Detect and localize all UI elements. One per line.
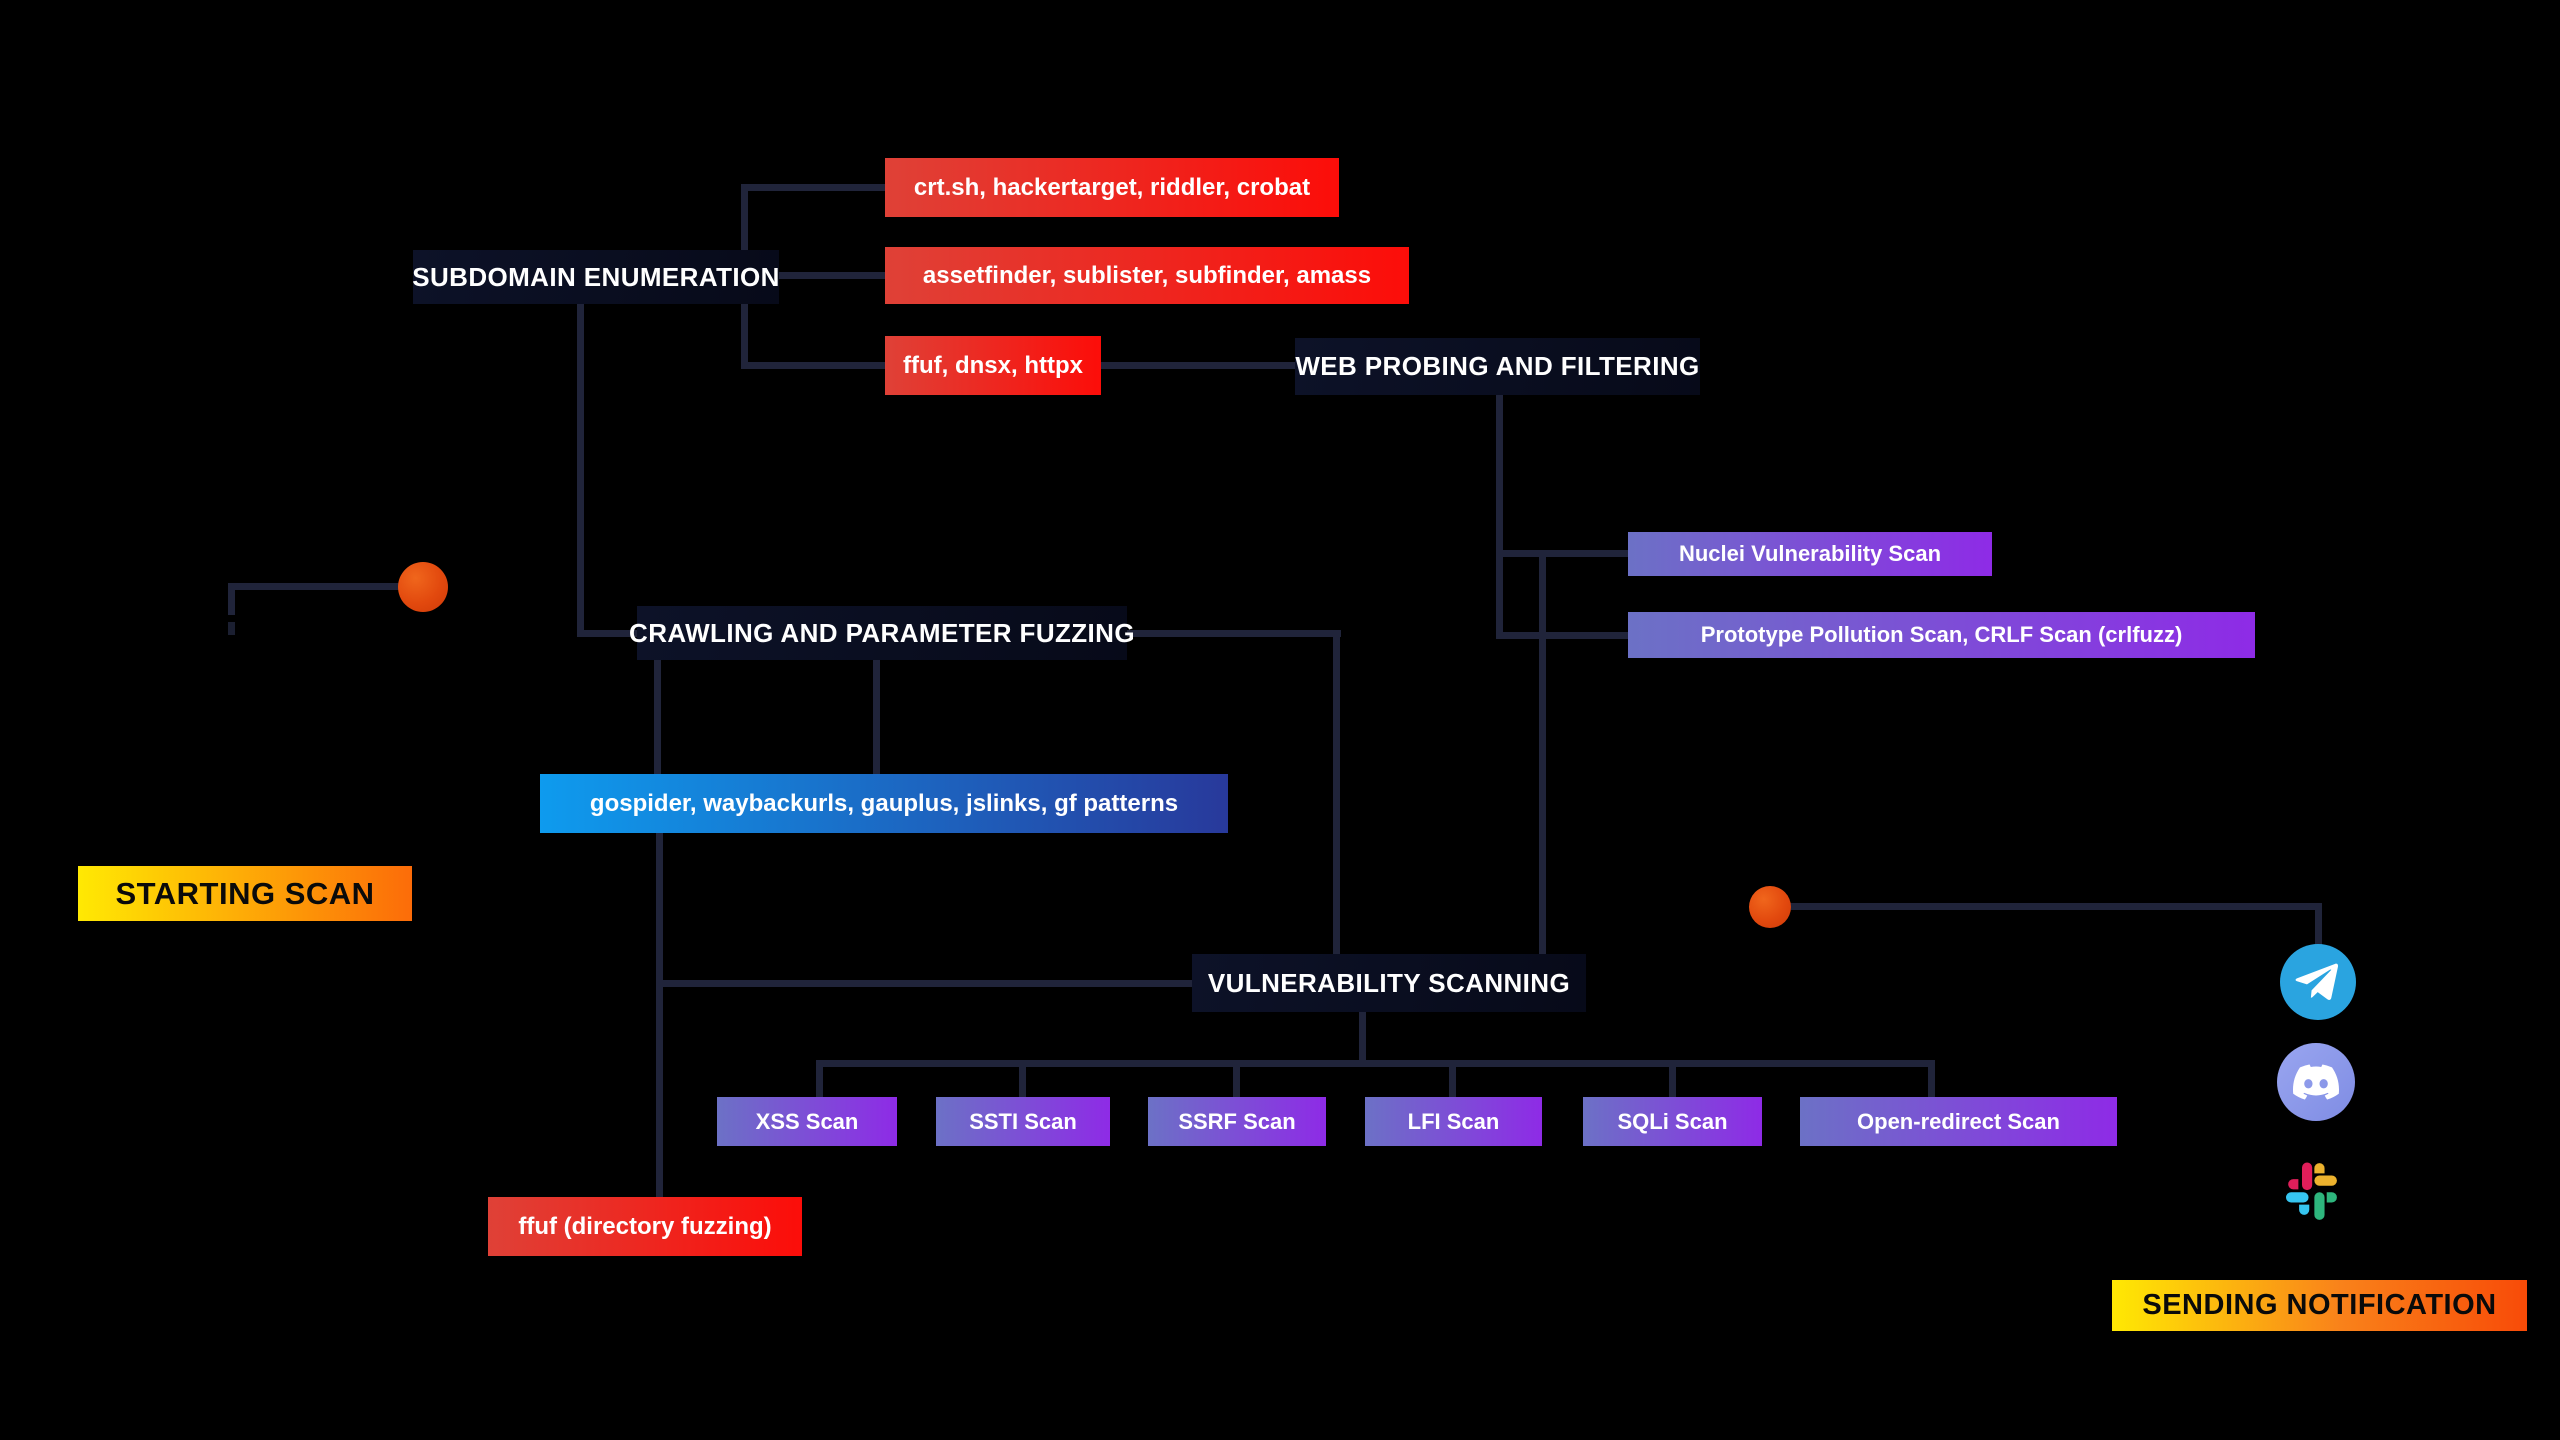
- connector-start-dot-dash: [228, 622, 235, 635]
- connector-crawling-vuln-v: [1333, 633, 1340, 954]
- badge-label: SENDING NOTIFICATION: [2142, 1289, 2497, 1321]
- stage-label: VULNERABILITY SCANNING: [1207, 967, 1571, 998]
- stage-label: CRAWLING AND PARAMETER FUZZING: [629, 617, 1135, 648]
- scan-label: SQLi Scan: [1617, 1108, 1728, 1134]
- connector-dot-telegram-h: [1780, 903, 2322, 910]
- drop-ssrf: [1233, 1060, 1240, 1100]
- scan-label: Nuclei Vulnerability Scan: [1678, 541, 1942, 566]
- stage-subdomain-enumeration: SUBDOMAIN ENUMERATION: [412, 250, 780, 304]
- tools-label: gospider, waybackurls, gauplus, jslinks,…: [589, 789, 1179, 817]
- connector-crawling-gospider-2: [873, 660, 880, 774]
- stage-vulnerability-scanning: VULNERABILITY SCANNING: [1192, 954, 1586, 1012]
- connector-vuln-scanrow-v: [1359, 1012, 1366, 1066]
- drop-xss: [816, 1060, 823, 1100]
- discord-icon: [2277, 1043, 2355, 1121]
- slack-icon: [2278, 1153, 2358, 1233]
- scan-label: Prototype Pollution Scan, CRLF Scan (crl…: [1700, 622, 2183, 647]
- tools-label: ffuf, dnsx, httpx: [903, 351, 1083, 379]
- sending-notification-badge: SENDING NOTIFICATION: [2112, 1280, 2527, 1331]
- slack-hash-glyph: [2286, 1162, 2337, 1220]
- telegram-icon: [2280, 944, 2356, 1020]
- tools-crawl: gospider, waybackurls, gauplus, jslinks,…: [540, 774, 1228, 833]
- drop-lfi: [1449, 1060, 1456, 1100]
- badge-label: STARTING SCAN: [115, 875, 375, 911]
- notify-endpoint-dot: [1749, 886, 1791, 928]
- connector-webprobing-down: [1496, 395, 1503, 639]
- scan-lfi: LFI Scan: [1365, 1097, 1542, 1146]
- stage-label: SUBDOMAIN ENUMERATION: [412, 261, 780, 292]
- scan-nuclei: Nuclei Vulnerability Scan: [1628, 532, 1992, 576]
- connector-start-dot-h: [228, 583, 403, 590]
- discord-face-glyph: [2293, 1064, 2339, 1100]
- tools-dir-fuzzing: ffuf (directory fuzzing): [488, 1197, 802, 1256]
- tools-label: assetfinder, sublister, subfinder, amass: [922, 261, 1372, 289]
- stage-crawling: CRAWLING AND PARAMETER FUZZING: [629, 606, 1135, 660]
- tools-cert-sources: crt.sh, hackertarget, riddler, crobat: [885, 158, 1339, 217]
- connector-subdomain-crawling-v: [577, 304, 584, 637]
- connector-probe-webprobing: [1101, 362, 1295, 369]
- start-endpoint-dot: [398, 562, 448, 612]
- scan-label: Open-redirect Scan: [1857, 1108, 2060, 1134]
- scan-ssti: SSTI Scan: [936, 1097, 1110, 1146]
- paper-plane-glyph: [2295, 963, 2338, 1000]
- drop-open-redirect: [1928, 1060, 1935, 1100]
- scan-prototype-crlf: Prototype Pollution Scan, CRLF Scan (crl…: [1628, 612, 2255, 658]
- connector-webprobing-vuln: [1539, 554, 1546, 954]
- connector-start-dot-v: [228, 587, 235, 615]
- tools-probe: ffuf, dnsx, httpx: [885, 336, 1101, 395]
- connector-subdomain-crawling-h: [577, 630, 637, 637]
- connector-to-ffuf-probe: [741, 362, 885, 369]
- connector-gospider-vuln-h: [656, 980, 1192, 987]
- scan-xss: XSS Scan: [717, 1097, 897, 1146]
- connector-crawling-gospider-1: [654, 660, 661, 774]
- starting-scan-badge: STARTING SCAN: [78, 866, 412, 921]
- connector-dot-telegram-v: [2315, 907, 2322, 949]
- scan-sqli: SQLi Scan: [1583, 1097, 1762, 1146]
- stage-label: WEB PROBING AND FILTERING: [1295, 351, 1700, 381]
- drop-ssti: [1019, 1060, 1026, 1100]
- tools-subdomain: assetfinder, sublister, subfinder, amass: [885, 247, 1409, 304]
- connector-crawling-right-h: [1127, 630, 1341, 637]
- scan-label: LFI Scan: [1407, 1108, 1500, 1134]
- scan-label: SSTI Scan: [969, 1108, 1077, 1134]
- connector-to-nuclei: [1496, 550, 1628, 557]
- connector-subdomain-assetfinder: [779, 272, 885, 279]
- tools-label: crt.sh, hackertarget, riddler, crobat: [913, 173, 1311, 201]
- scan-label: XSS Scan: [755, 1108, 859, 1134]
- scan-ssrf: SSRF Scan: [1148, 1097, 1326, 1146]
- stage-web-probing: WEB PROBING AND FILTERING: [1295, 338, 1700, 395]
- connector-to-prototype: [1496, 632, 1628, 639]
- connector-to-crtsh: [741, 184, 885, 191]
- connector-gospider-ffufdir: [656, 833, 663, 1197]
- tools-label: ffuf (directory fuzzing): [518, 1212, 772, 1240]
- connector-scanrow-h: [816, 1060, 1935, 1067]
- drop-sqli: [1669, 1060, 1676, 1100]
- scan-label: SSRF Scan: [1178, 1108, 1296, 1134]
- scan-open-redirect: Open-redirect Scan: [1800, 1097, 2117, 1146]
